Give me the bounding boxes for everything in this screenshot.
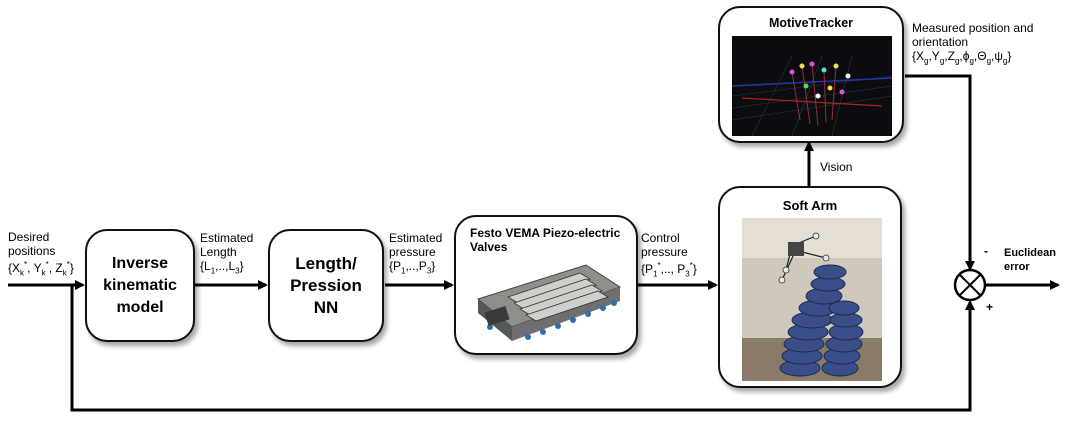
label-vision: Vision [820, 160, 853, 174]
nn-line-3: NN [313, 297, 339, 317]
inverse-kinematic-block: Inverse kinematic model [85, 229, 195, 342]
soft-arm-photo [742, 218, 882, 381]
label-plus: + [986, 300, 994, 314]
label-control-pressure: Control pressure {P1*,.., P3*} [641, 231, 697, 279]
valves-block: Festo VEMA Piezo-electric Valves [454, 215, 638, 355]
feedback-line [70, 285, 975, 412]
valves-title: Festo VEMA Piezo-electric Valves [470, 226, 621, 254]
label-estimated-pressure: Estimated pressure {P1,..,P3} [389, 231, 443, 276]
summing-junction [953, 268, 987, 302]
motive-tracker-title: MotiveTracker [768, 16, 854, 30]
nn-line-1: Length/ [295, 253, 357, 273]
label-estimated-length: Estimated Length {L1,..,L3} [200, 231, 254, 276]
label-minus: - [984, 244, 988, 258]
nn-line-2: Pression [290, 275, 362, 295]
valves-photo [468, 257, 628, 349]
motive-tracker-screen [732, 36, 892, 136]
motive-tracker-block: MotiveTracker [718, 6, 904, 143]
label-euclidean-error: Euclidean error [1004, 247, 1056, 273]
inverse-line-1: Inverse [111, 254, 169, 272]
soft-arm-block: Soft Arm [718, 186, 902, 388]
arrow-measured [905, 74, 975, 271]
inverse-line-3: model [116, 298, 164, 316]
soft-arm-title: Soft Arm [782, 198, 838, 213]
nn-block: Length/ Pression NN [268, 229, 384, 342]
label-desired-positions: Desired positions {Xk*, Yk*, Zk*} [8, 230, 74, 278]
inverse-line-2: kinematic [103, 276, 177, 294]
label-measured-position: Measured position and orientation {Xg,Yg… [912, 21, 1034, 66]
